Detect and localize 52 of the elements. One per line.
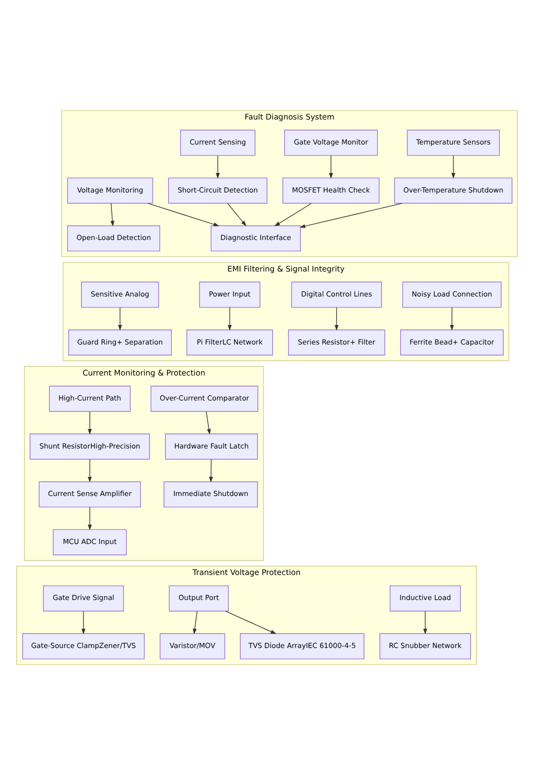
arrow — [228, 307, 232, 331]
node-box: Power Input — [199, 282, 260, 308]
node-box: Series Resistor+ Filter — [288, 329, 386, 356]
node-box: Diagnostic Interface — [210, 225, 301, 252]
arrow — [82, 611, 86, 634]
arrow — [300, 202, 403, 228]
arrow — [225, 610, 276, 634]
node-box: RC Snubber Network — [380, 633, 471, 660]
arrow — [451, 155, 456, 179]
arrow — [209, 459, 213, 482]
arrow — [450, 307, 454, 331]
arrow — [216, 155, 220, 179]
node-box: Inductive Load — [390, 585, 461, 612]
node-box: Temperature Sensors — [406, 130, 500, 156]
node-box: Noisy Load Connection — [402, 282, 502, 308]
arrow — [334, 307, 339, 331]
node-box: Current Sensing — [180, 130, 256, 156]
arrow — [206, 411, 211, 435]
node-box: Open-Load Detection — [67, 225, 160, 252]
arrow — [148, 202, 220, 226]
node-box: MCU ADC Input — [52, 529, 127, 556]
node-box: Guard Ring+ Separation — [68, 329, 172, 356]
node-box: Gate Voltage Monitor — [284, 130, 378, 156]
node-box: Gate-Source ClampZener/TVS — [22, 633, 145, 660]
node-box: Hardware Fault Latch — [165, 434, 258, 460]
arrow — [274, 203, 312, 226]
node-box: Varistor/MOV — [160, 633, 226, 660]
arrow — [88, 506, 92, 530]
arrow — [110, 203, 114, 227]
node-box: Digital Control Lines — [291, 282, 382, 308]
node-box: Output Port — [168, 585, 229, 612]
node-box: Ferrite Bead+ Capacitor — [400, 329, 504, 356]
arrow — [329, 155, 333, 179]
node-box: Voltage Monitoring — [67, 178, 154, 204]
arrow — [423, 611, 428, 634]
arrow — [192, 611, 198, 634]
node-box: High-Current Path — [49, 386, 131, 412]
node-box: Shunt ResistorHigh-Precision — [30, 434, 150, 460]
arrow — [88, 411, 92, 435]
node-box: Gate Drive Signal — [43, 585, 124, 612]
node-box: Current Sense Amplifier — [38, 481, 141, 508]
node-box: TVS Diode ArrayIEC 61000-4-5 — [240, 633, 364, 660]
node-box: MOSFET Health Check — [282, 178, 380, 204]
arrow — [118, 307, 122, 331]
arrow — [227, 203, 246, 226]
node-box: Pi FilterLC Network — [186, 329, 273, 356]
arrow — [88, 459, 92, 482]
node-box: Immediate Shutdown — [164, 481, 258, 508]
node-box: Sensitive Analog — [81, 282, 160, 308]
node-box: Short-Circuit Detection — [168, 178, 268, 204]
node-box: Over-Current Comparator — [150, 386, 258, 412]
node-box: Over-Temperature Shutdown — [394, 178, 512, 204]
